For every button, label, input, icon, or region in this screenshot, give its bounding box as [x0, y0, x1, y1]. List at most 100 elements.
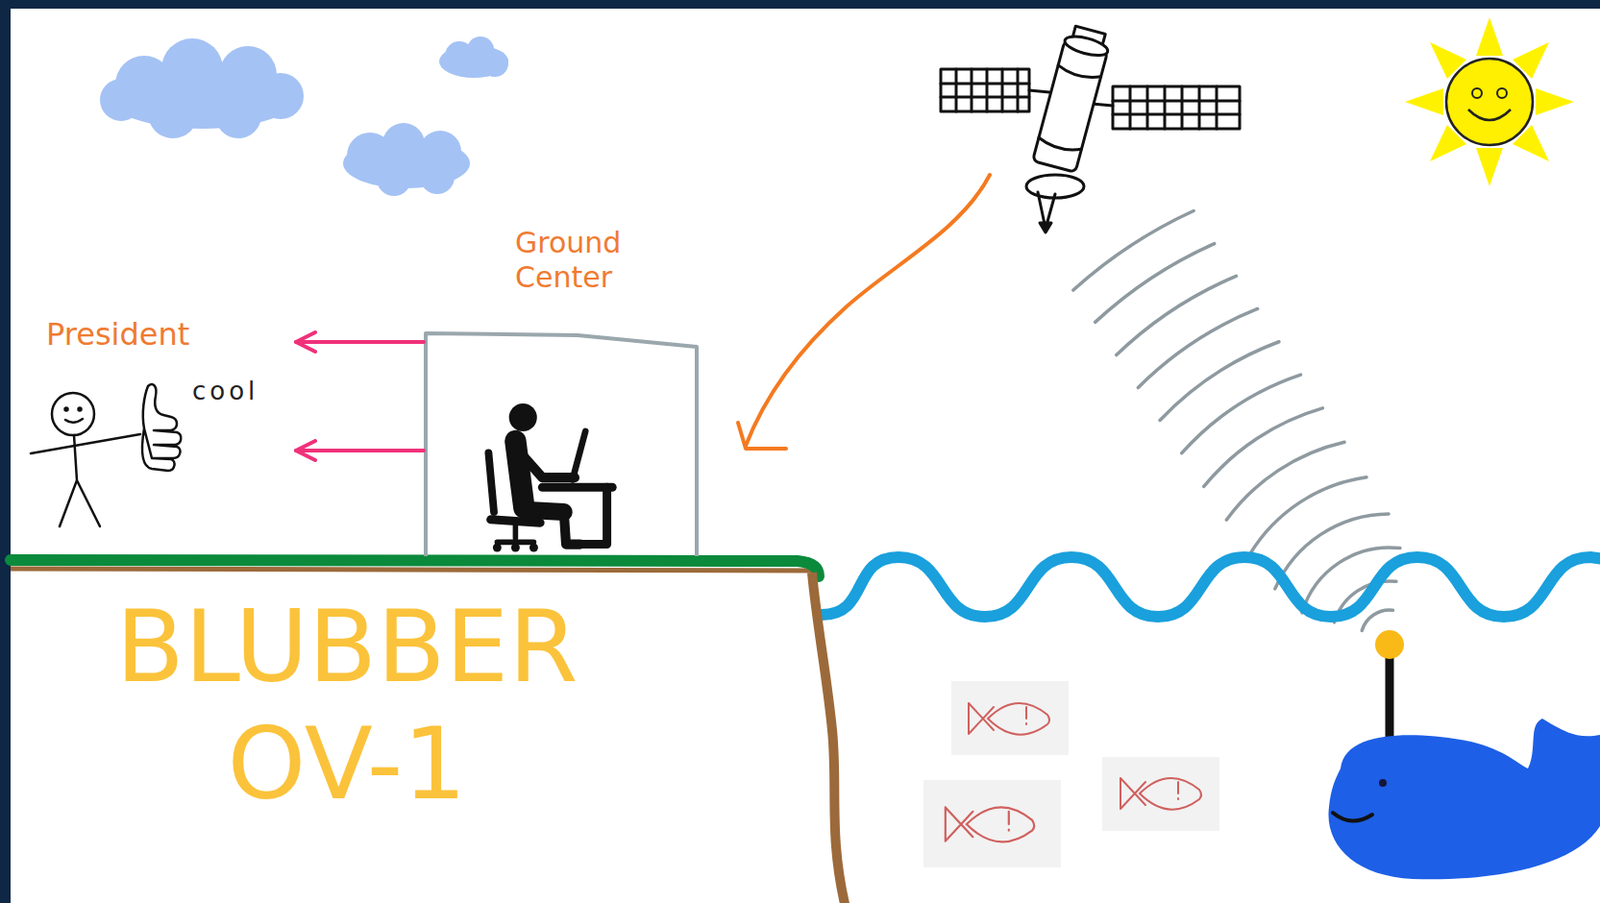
- chair-wheel: [511, 542, 520, 552]
- diagram-title: BLUBBER OV-1: [97, 588, 597, 823]
- fish-eye: [1177, 782, 1180, 800]
- figure-body: [59, 435, 100, 527]
- chair-base: [496, 522, 534, 542]
- operator-head: [509, 403, 538, 432]
- cloud: [147, 88, 198, 139]
- cloud: [215, 92, 262, 139]
- whale: [1328, 630, 1600, 880]
- cloud: [257, 73, 304, 120]
- panel-grid: [940, 69, 1030, 112]
- fish-tail: [968, 703, 994, 735]
- flow-arrow: [295, 448, 424, 453]
- clouds: [99, 36, 509, 197]
- fish-tail: [945, 807, 974, 841]
- sun-eye: [1497, 88, 1507, 99]
- fish-box: [951, 681, 1069, 756]
- whale-antenna: [1385, 649, 1395, 742]
- figure-head: [51, 393, 95, 436]
- chair-wheel: [492, 542, 502, 552]
- downlink-arrow: [738, 174, 990, 449]
- operator-icon: [488, 403, 613, 553]
- solar-panel: [940, 69, 1030, 112]
- signal-arc: [1155, 335, 1280, 421]
- cloud: [99, 78, 143, 122]
- grass-line: [10, 560, 819, 577]
- signal-arc: [1133, 302, 1257, 388]
- ground-center-box: Ground Center: [423, 331, 699, 557]
- figure-eye: [78, 408, 82, 412]
- sun-rays: [1404, 17, 1575, 187]
- thumbs-up: [142, 384, 181, 471]
- fish-body: [966, 807, 1034, 842]
- sun: [1404, 17, 1575, 187]
- operator-arm: [517, 449, 575, 478]
- cloud: [382, 123, 425, 166]
- fish-box: [1102, 757, 1220, 832]
- sun-ray: [1535, 88, 1575, 116]
- cloud: [481, 49, 509, 77]
- fish: [1120, 778, 1202, 811]
- signal-waves: [1070, 206, 1438, 661]
- figure-eye: [65, 408, 69, 412]
- signal-arc: [1070, 206, 1194, 291]
- signal-arc: [1112, 270, 1237, 356]
- box-outline: [423, 331, 699, 557]
- satellite-cap: [1062, 32, 1110, 59]
- sun-face: [1446, 58, 1533, 146]
- node-heading: President: [46, 315, 190, 354]
- fish-school: [923, 681, 1220, 868]
- downlink-line: [745, 174, 990, 446]
- whale-smile: [1332, 812, 1373, 822]
- chair-back: [488, 452, 494, 513]
- downlink-head: [738, 422, 787, 449]
- box-border: [425, 333, 697, 557]
- node-heading: Ground Center: [515, 225, 640, 296]
- fish-body: [1139, 778, 1202, 811]
- panel-grid: [1112, 86, 1240, 129]
- fish: [968, 703, 1050, 736]
- signal-arc: [1198, 399, 1324, 488]
- flow-arrow: [295, 340, 424, 345]
- desk-leg: [576, 487, 607, 544]
- signal-arc: [1091, 238, 1214, 322]
- satellite-band: [1037, 65, 1102, 154]
- canvas: [10, 8, 1600, 903]
- figure-arms: [30, 434, 141, 454]
- operator-thigh: [523, 510, 564, 513]
- speech-text: cool: [192, 376, 259, 406]
- sun-ray: [1404, 88, 1444, 116]
- fish: [945, 703, 1202, 842]
- chair-wheel: [529, 542, 539, 552]
- sea-surface: [821, 557, 1600, 617]
- fish-box: [923, 780, 1061, 868]
- cloud: [376, 161, 412, 197]
- laptop-screen: [572, 431, 586, 480]
- cliff-edge: [812, 572, 846, 903]
- sun-ray: [1476, 17, 1503, 56]
- satellite-hull: [1033, 40, 1108, 173]
- president-figure: President: [19, 305, 296, 531]
- fish-eye: [1025, 707, 1028, 725]
- fish-body: [987, 703, 1050, 736]
- ground-soil: [10, 568, 817, 571]
- fish-tail: [1120, 778, 1146, 810]
- cloud: [419, 159, 455, 195]
- fish: [945, 807, 1034, 842]
- figure-smile: [65, 418, 83, 423]
- satellite: [940, 24, 1240, 233]
- fish-eye: [1008, 812, 1010, 832]
- sun-smile: [1468, 109, 1511, 121]
- operator-leg: [564, 512, 581, 545]
- whale-body: [1328, 718, 1600, 880]
- panel-arm: [1029, 90, 1050, 93]
- dish-tip: [1039, 222, 1052, 233]
- desk-top: [541, 483, 613, 493]
- satellite-body: [1033, 24, 1112, 173]
- solar-panel: [1112, 86, 1240, 129]
- sun-ray: [1476, 147, 1503, 187]
- sun-eye: [1472, 88, 1482, 99]
- whale-eye: [1378, 779, 1387, 788]
- antenna-beacon: [1375, 630, 1404, 660]
